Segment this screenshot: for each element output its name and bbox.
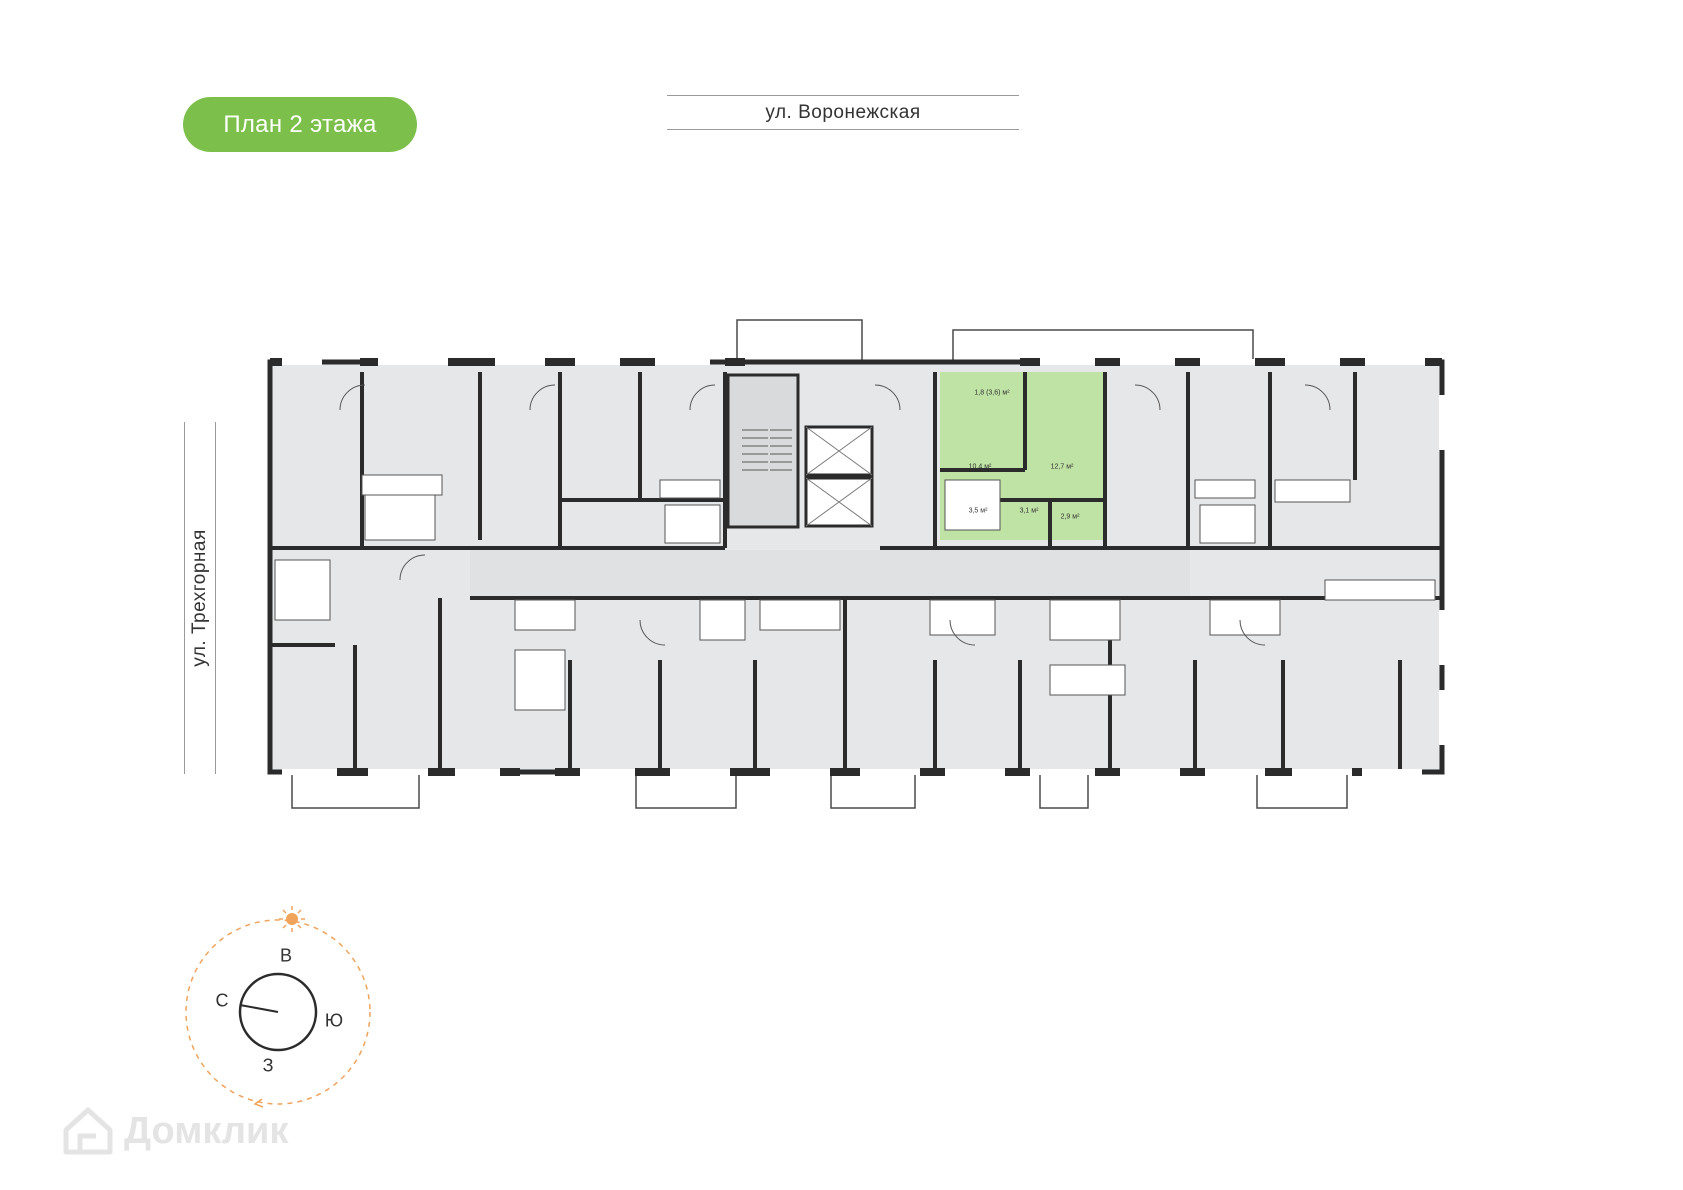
corridor [470,550,1190,598]
watermark-text: Домклик [124,1109,289,1152]
compass-north-label: С [215,990,229,1011]
top-balconies [736,319,1254,363]
balcony-top-1 [736,319,863,363]
balcony-top-2 [952,329,1254,363]
area-label-bedroom: 12,7 м² [1050,463,1074,471]
stairwell [726,373,800,529]
area-label-wc: 2,9 м² [1060,513,1080,521]
bottom-balconies [291,769,1348,809]
compass-needle [239,1004,279,1013]
balcony-bottom-2 [635,769,737,809]
area-label-bathroom: 3,5 м² [968,507,988,515]
compass-west-label: З [262,1055,274,1076]
door-swings [339,384,1331,646]
sun-path [185,919,371,1105]
compass [185,906,371,1108]
sanitary-fixtures [274,474,1436,711]
street-label-top: ул. Воронежская [667,95,1019,130]
interior-walls [270,372,1442,772]
wall-piers [270,358,1442,776]
area-label-balcony: 1,8 (3,6) м² [974,389,1010,397]
compass-dial [238,972,318,1052]
floor-label-badge: План 2 этажа [183,97,417,152]
stair-steps [742,429,792,471]
watermark: Домклик [62,1106,288,1156]
windows [282,359,1445,775]
balcony-bottom-4 [1039,769,1089,809]
area-label-kitchen: 10,4 м² [968,463,992,471]
street-line-left [184,422,185,774]
area-label-hall: 3,1 м² [1019,507,1039,515]
compass-south-label: Ю [324,1010,344,1031]
house-logo-icon [63,1107,113,1155]
street-line-right [215,422,216,774]
sun-icon [279,906,305,932]
compass-east-label: В [279,945,293,966]
sun-direction-arrow [253,1098,264,1108]
